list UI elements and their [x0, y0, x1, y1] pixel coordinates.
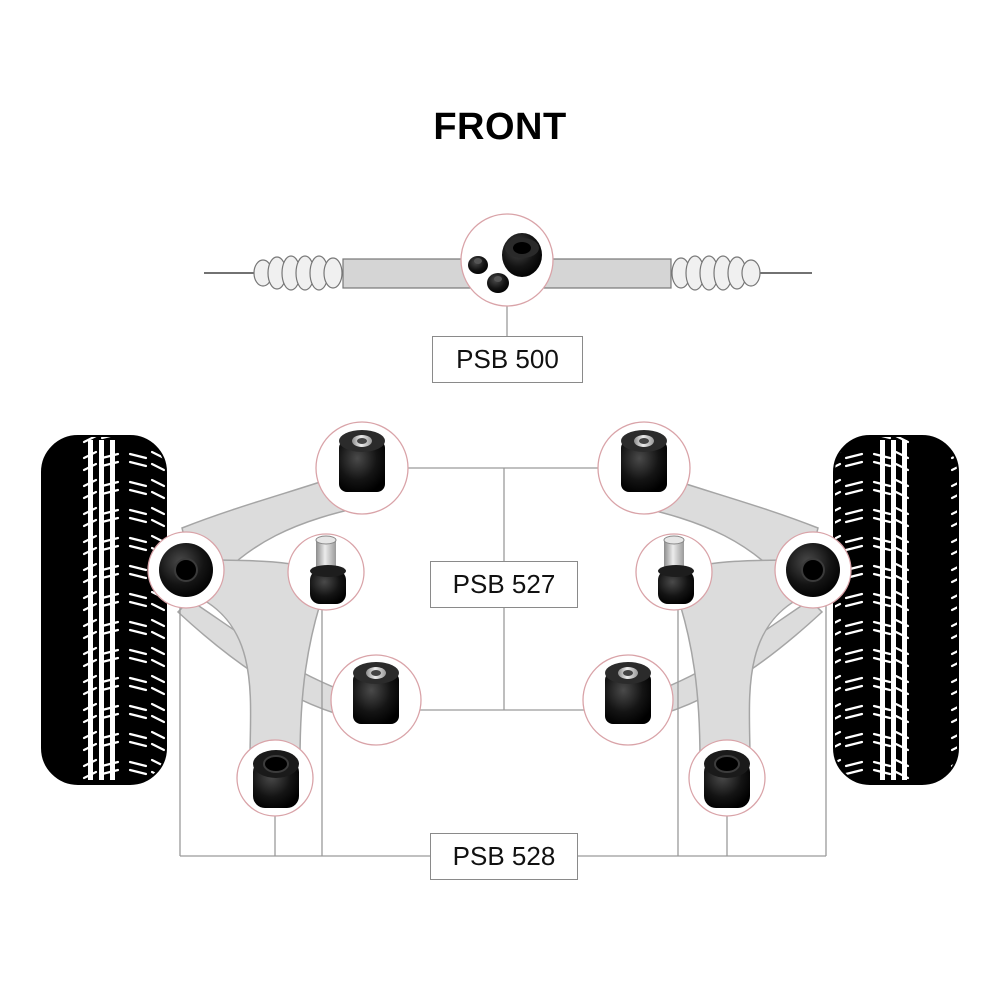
- upper-front-bush-callout-right: [597, 421, 691, 515]
- part-label-steering-rack: PSB 500: [432, 336, 583, 383]
- part-label-upper-arm: PSB 527: [430, 561, 578, 608]
- leader-lines: [179, 300, 827, 857]
- bush-icon: [704, 750, 750, 808]
- bush-icon: [621, 430, 667, 492]
- tyre-icon: [833, 435, 959, 785]
- part-label-lower-arm: PSB 528: [430, 833, 578, 880]
- diagram-title: FRONT: [433, 106, 567, 148]
- lower-rear-bush-callout-left: [330, 654, 422, 746]
- rear-lower-bush-callout-right: [688, 739, 766, 817]
- bush-icon: [339, 430, 385, 492]
- bush-icon: [159, 543, 213, 597]
- upper-front-bush-callout-left: [315, 421, 409, 515]
- bush-icon: [253, 750, 299, 808]
- gaiter-icon: [671, 255, 761, 291]
- bush-icon: [786, 543, 840, 597]
- lower-rear-bush-callout-right: [582, 654, 674, 746]
- bush-icon: [605, 662, 651, 724]
- bush-icon: [658, 535, 694, 604]
- sleeved-bush-callout-right: [635, 533, 713, 611]
- bush-icon: [468, 233, 542, 293]
- rear-lower-bush-callout-left: [236, 739, 314, 817]
- bush-icon: [310, 535, 346, 604]
- sleeved-bush-callout-left: [287, 533, 365, 611]
- front-hub-bush-callout-right: [774, 531, 852, 609]
- gaiter-icon: [253, 255, 343, 291]
- bush-icon: [353, 662, 399, 724]
- tyre-icon: [41, 435, 167, 785]
- front-hub-bush-callout-left: [147, 531, 225, 609]
- rack-bush-callout: [460, 213, 554, 307]
